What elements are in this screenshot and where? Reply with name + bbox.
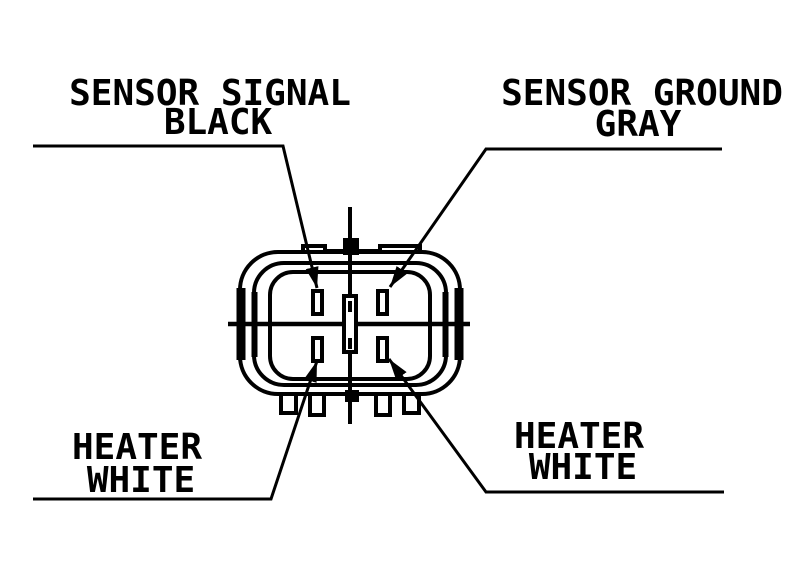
pin-bottom-left: [311, 336, 324, 363]
bottom-leg-inner-right: [374, 394, 392, 417]
sensor-signal-label: SENSOR SIGNAL: [69, 73, 351, 114]
heater-left-label: HEATER: [71, 427, 203, 468]
leader-sensor-ground: [388, 147, 722, 288]
top-left-step: [301, 244, 344, 254]
pin-top-left: [311, 289, 324, 316]
sensor-signal-wire-color: BLACK: [163, 102, 273, 143]
pin-top-right: [376, 289, 389, 316]
bottom-key-tab: [345, 390, 359, 402]
center-key: [342, 294, 358, 354]
heater-left-wire-color: WHITE: [86, 460, 196, 501]
heater-right-wire-color: WHITE: [528, 447, 638, 488]
leader-heater-left: [33, 360, 319, 501]
connector-inner-shell: [268, 270, 432, 381]
bottom-leg-outer-left: [279, 394, 298, 415]
top-key-tab: [343, 238, 359, 255]
bottom-leg-inner-left: [308, 394, 326, 417]
leader-sensor-signal: [33, 144, 319, 289]
leader-heater-right: [387, 358, 724, 494]
heater-right-label: HEATER: [513, 416, 645, 457]
sensor-ground-wire-color: GRAY: [594, 104, 682, 145]
top-right-step: [357, 244, 422, 254]
bottom-leg-outer-right: [402, 394, 421, 415]
pin-bottom-right: [376, 336, 389, 363]
sensor-ground-label: SENSOR GROUND: [501, 73, 783, 114]
